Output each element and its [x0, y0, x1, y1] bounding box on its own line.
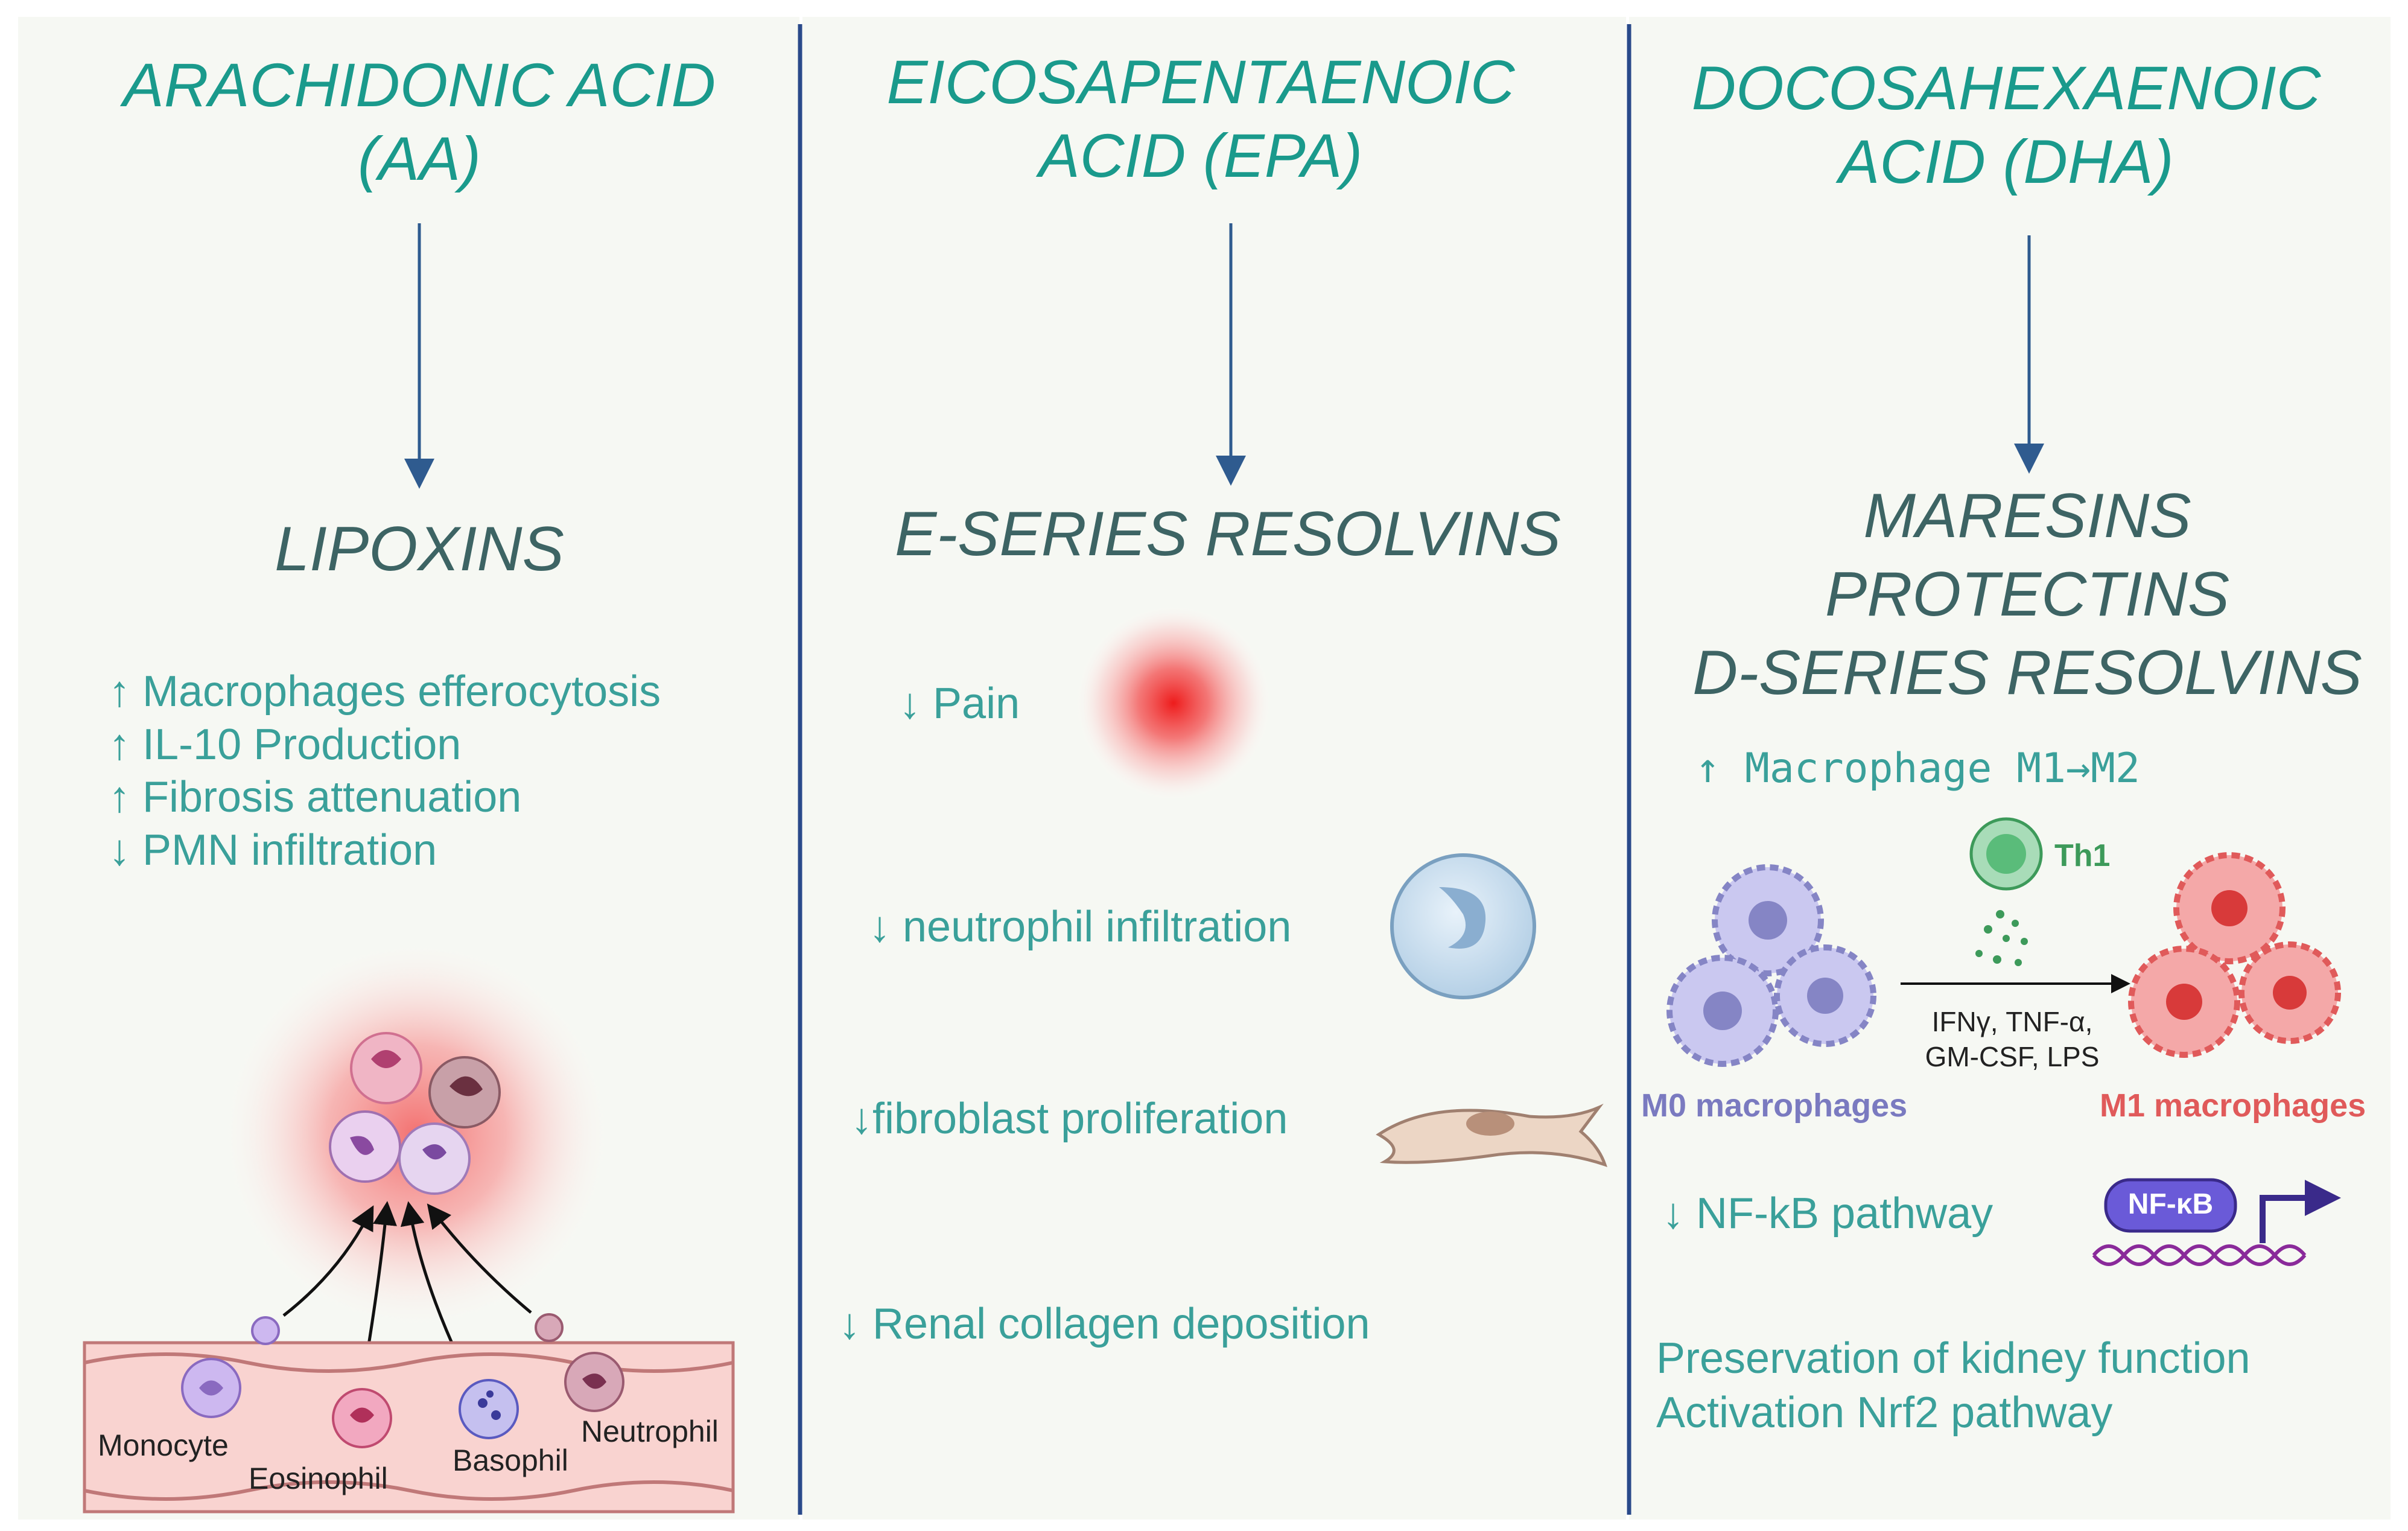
mediator-d-series: D-SERIES RESOLVINS — [1692, 638, 2362, 708]
stimuli-line: IFNγ, TNF-α, — [1931, 1006, 2093, 1037]
effect-fibroblast: ↓fibroblast proliferation — [851, 1095, 1288, 1143]
inflammation-site-illustration — [217, 935, 615, 1334]
nfkb-gene-icon — [2092, 1178, 2341, 1266]
label-monocyte: Monocyte — [98, 1428, 229, 1462]
stimuli-line: GM-CSF, LPS — [1925, 1040, 2100, 1072]
effect-nrf2: Activation Nrf2 pathway — [1656, 1389, 2113, 1437]
e-series-heading: E-SERIES RESOLVINS — [845, 495, 1611, 573]
aa-title-line-1: ARACHIDONIC ACID — [122, 51, 716, 119]
mediator-line: LIPOXINS — [275, 514, 564, 584]
effect-pmn: ↓ PMN infiltration — [109, 826, 437, 874]
m1-macrophages — [2128, 852, 2341, 1058]
pain-icon — [1074, 603, 1273, 803]
dha-title-line-2: ACID (DHA) — [1838, 127, 2174, 197]
aa-title-line-2: (AA) — [358, 124, 481, 194]
th1-cell — [1969, 817, 2043, 966]
blood-vessel — [83, 1313, 735, 1513]
effect-neutrophil: ↓ neutrophil infiltration — [869, 903, 1292, 951]
migration-arrows — [282, 1201, 532, 1359]
label-th1: Th1 — [2054, 838, 2111, 873]
label-m0-macrophages: M0 macrophages — [1641, 1087, 1908, 1124]
effect-efferocytosis: ↑ Macrophages efferocytosis — [109, 667, 661, 716]
aa-acid-title: ARACHIDONIC ACID (AA) — [42, 48, 796, 196]
epa-acid-title: EICOSAPENTAENOIC ACID (EPA) — [824, 45, 1578, 193]
neutrophil-icon — [1390, 853, 1536, 999]
m0-macrophages — [1666, 864, 1876, 1067]
dha-title-line-1: DOCOSAHEXAENOIC — [1691, 54, 2321, 123]
panel-dha — [1629, 17, 2391, 1520]
effect-kidney-function: Preservation of kidney function — [1656, 1334, 2251, 1383]
effect-il10: ↑ IL-10 Production — [109, 721, 462, 769]
effect-fibrosis: ↑ Fibrosis attenuation — [109, 773, 522, 821]
nfkb-badge-shape — [2104, 1178, 2237, 1233]
label-m1-macrophages: M1 macrophages — [2100, 1087, 2366, 1124]
effect-collagen: ↓ Renal collagen deposition — [839, 1300, 1370, 1348]
label-neutrophil: Neutrophil — [581, 1415, 719, 1448]
mediator-protectins: PROTECTINS — [1825, 559, 2230, 629]
label-eosinophil: Eosinophil — [249, 1462, 388, 1495]
stimuli-label: IFNγ, TNF-α, GM-CSF, LPS — [1916, 1005, 2109, 1074]
fibroblast-icon — [1376, 1103, 1607, 1167]
nfkb-badge-label: NF-κB — [2127, 1188, 2214, 1220]
epa-title-line-2: ACID (EPA) — [1038, 121, 1363, 191]
effect-m1-m2: ↑ Macrophage M1→M2 — [1695, 745, 2140, 792]
epa-title-line-1: EICOSAPENTAENOIC — [886, 48, 1515, 116]
dha-acid-title: DOCOSAHEXAENOIC ACID (DHA) — [1629, 51, 2383, 199]
label-basophil: Basophil — [453, 1443, 568, 1477]
effect-pain: ↓ Pain — [899, 680, 1020, 728]
lipoxins-heading: LIPOXINS — [42, 510, 796, 588]
mediator-line: E-SERIES RESOLVINS — [895, 499, 1561, 569]
mediator-maresins: MARESINS — [1863, 481, 2191, 551]
dha-mediators-heading: MARESINS PROTECTINS D-SERIES RESOLVINS — [1647, 477, 2407, 712]
effect-nfkb: ↓ NF-kB pathway — [1662, 1189, 1993, 1238]
